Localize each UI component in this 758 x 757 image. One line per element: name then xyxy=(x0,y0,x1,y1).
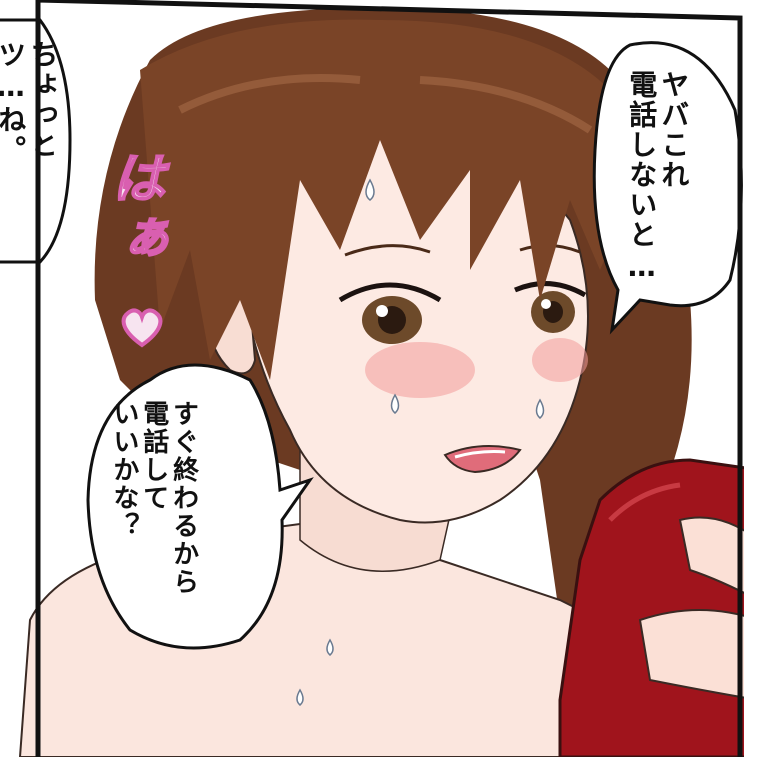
balloon-text-top-right: ヤバこれ 電話しないと… xyxy=(625,70,691,330)
teeth xyxy=(454,450,506,459)
balloon-line: いいかな？ xyxy=(108,400,139,540)
sweat-drop xyxy=(326,638,334,656)
gutter xyxy=(744,0,758,757)
hand xyxy=(638,609,758,702)
hair-bangs xyxy=(140,19,630,380)
blush-right xyxy=(532,338,588,382)
heart-icon xyxy=(121,308,163,348)
balloon-text-center: すぐ終わるから 電話して いいかな？ xyxy=(108,400,199,640)
eyebrow-left xyxy=(344,244,431,257)
sweat-drop xyxy=(390,393,400,414)
sound-effect: はぁ xyxy=(101,149,167,271)
blush-left xyxy=(365,342,475,398)
speech-balloon-left xyxy=(0,18,72,264)
eye-left xyxy=(338,282,442,344)
speech-balloon-top-right xyxy=(592,41,743,335)
hair-highlight xyxy=(419,76,593,134)
sweat-drop xyxy=(365,178,375,201)
eye-right xyxy=(514,281,587,333)
balloon-line: 電話して xyxy=(138,400,169,512)
panel-border xyxy=(35,0,743,757)
hair-highlight xyxy=(178,74,361,114)
sweat-drop xyxy=(296,688,304,706)
balloon-line: ツ…ね。 xyxy=(0,40,28,165)
balloon-line: ちょっと xyxy=(26,40,60,160)
sweat-drop xyxy=(535,398,545,419)
balloon-line: 電話しないと… xyxy=(625,70,659,285)
balloon-line: ヤバこれ xyxy=(657,70,691,190)
balloon-text-left: ちょっと ツ…ね。 xyxy=(0,40,60,260)
balloon-line: すぐ終わるから xyxy=(168,400,199,596)
speech-balloon-center xyxy=(86,363,314,650)
